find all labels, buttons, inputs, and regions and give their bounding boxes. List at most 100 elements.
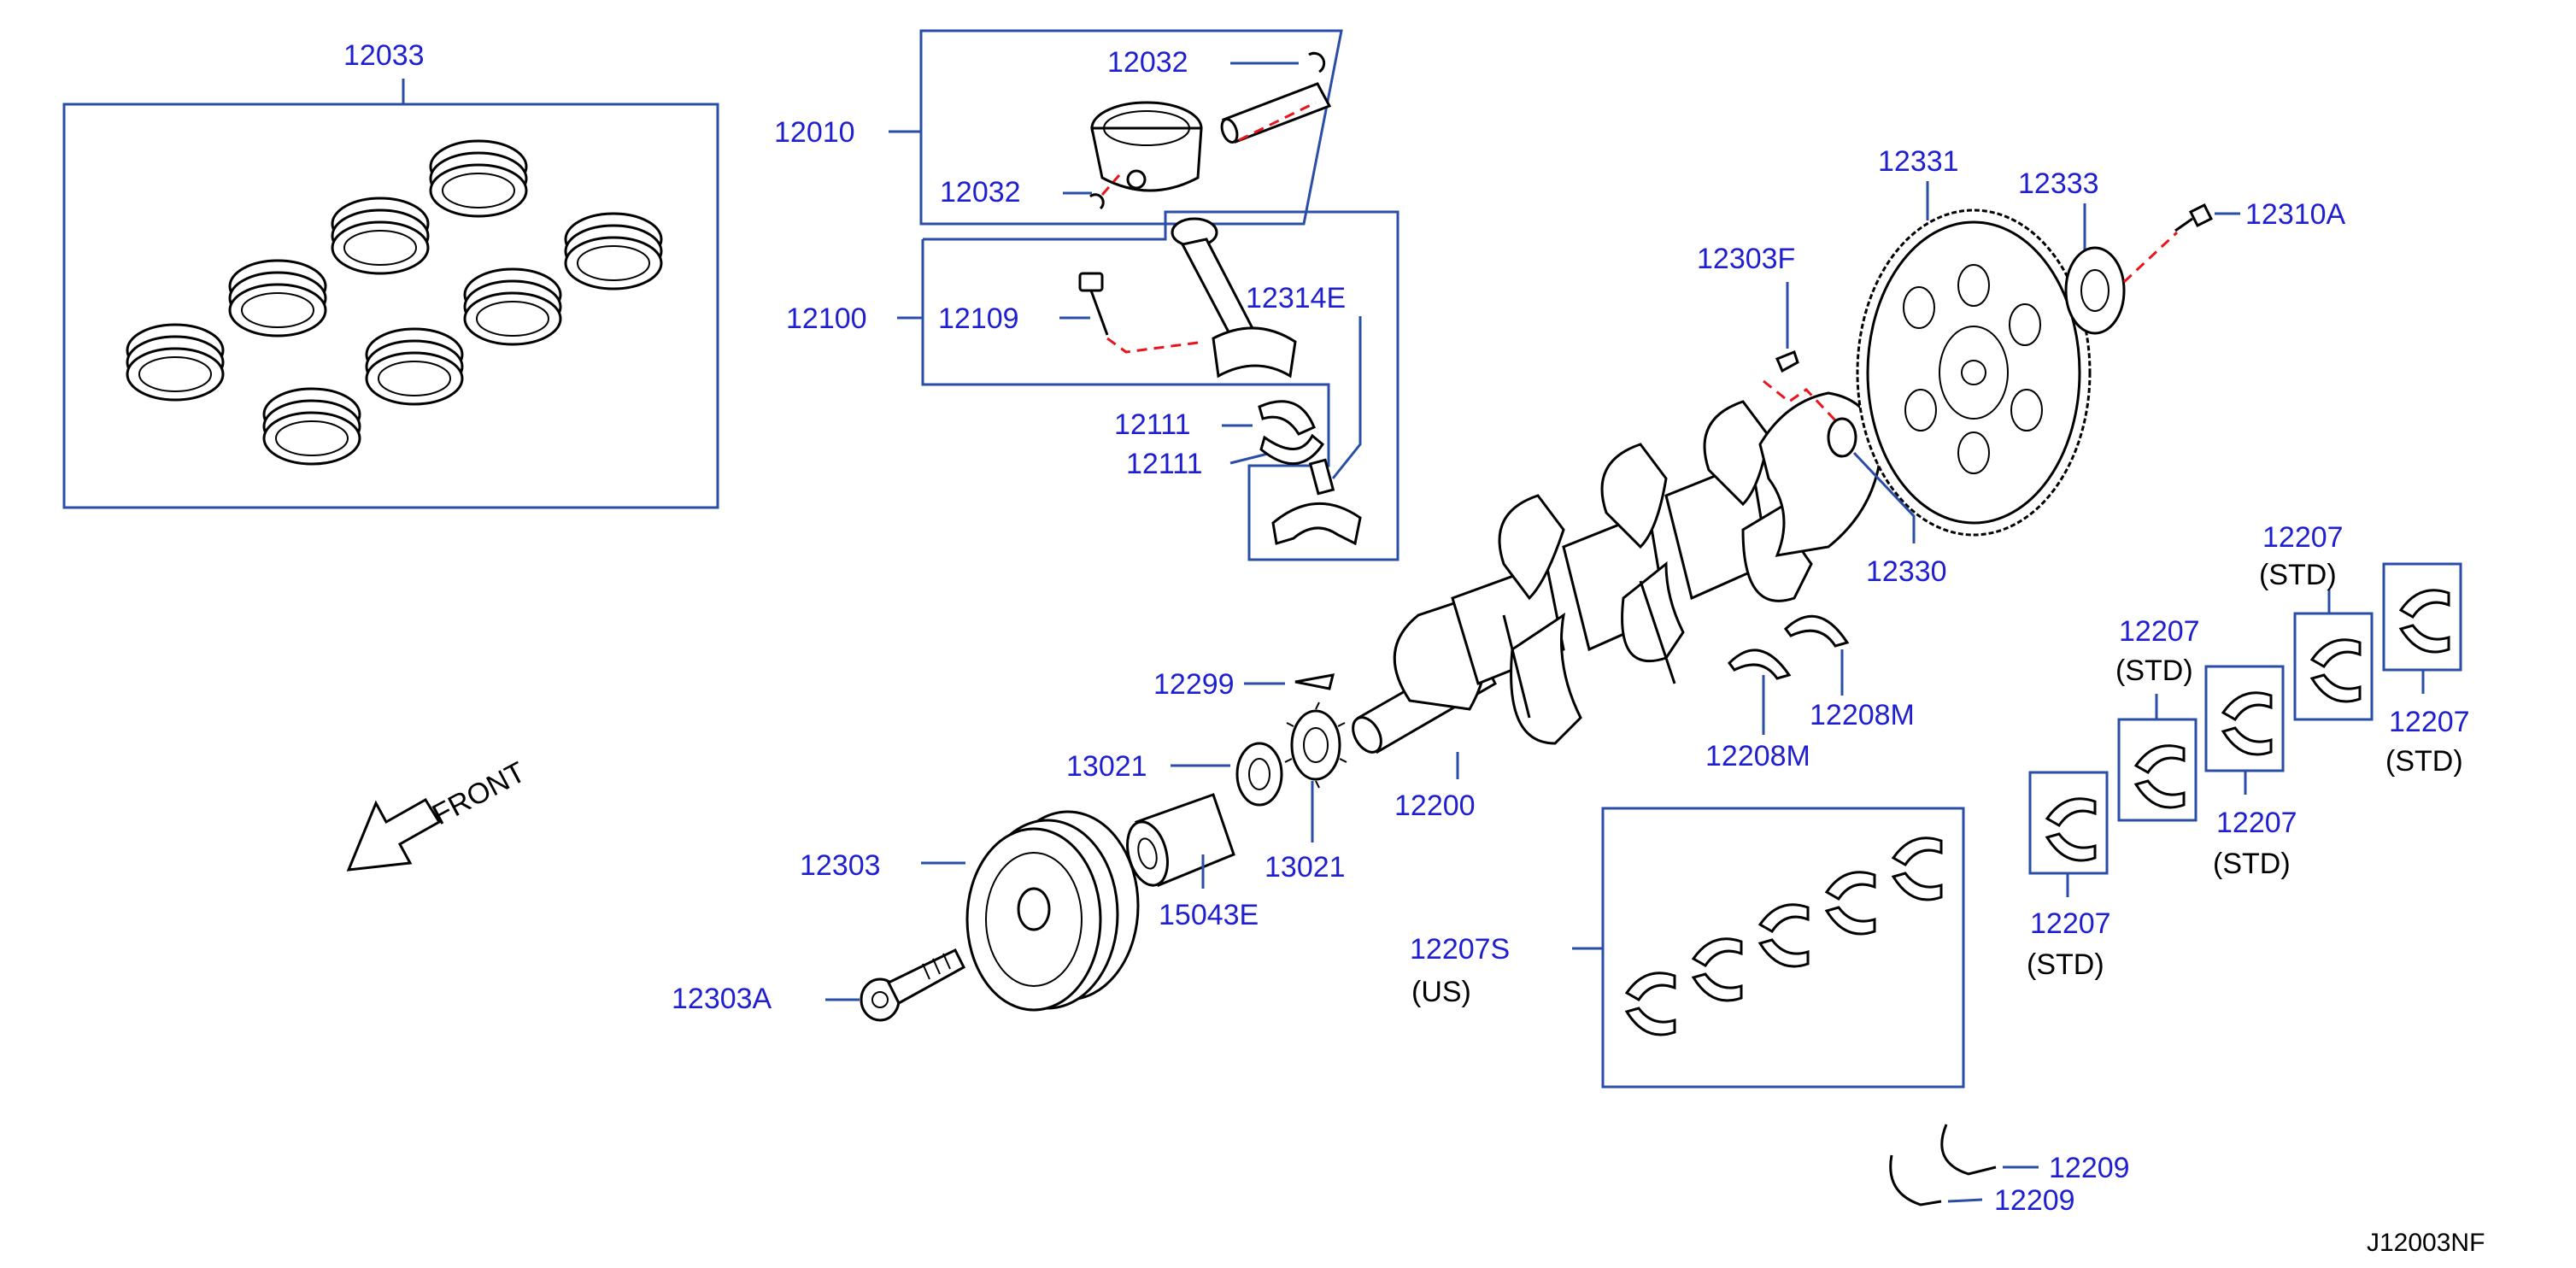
crankshaft-icon [1352, 391, 1881, 754]
snap-ring-icon [1308, 51, 1326, 73]
connecting-rod-box [921, 210, 1399, 561]
callout-15043e[interactable]: 15043E [1159, 899, 1259, 931]
callout-12207-1-sub: (STD) [2027, 948, 2104, 981]
leader-12314e [1331, 316, 1362, 479]
callout-12209-upper[interactable]: 12209 [2049, 1152, 2130, 1184]
crank-sprocket-group: 13021 13021 [1066, 702, 1347, 883]
thrust-washer-icon [1728, 649, 1792, 680]
main-bearing-box [2204, 665, 2285, 772]
callout-12111-lower[interactable]: 12111 [1126, 448, 1203, 480]
bearing-shell-icon [2309, 638, 2362, 703]
bearing-shell-icon [1757, 903, 1810, 968]
callout-12200[interactable]: 12200 [1394, 790, 1476, 822]
piston-ring-set-group: 12033 [62, 39, 719, 509]
main-bearing-kit-group: 12207S (US) [1410, 807, 1965, 1089]
connecting-rod-group: 12100 12109 12314E 12111 12111 [786, 210, 1399, 561]
ring-stack [463, 267, 562, 346]
pulley-spacer-icon [1126, 793, 1235, 887]
callout-12303[interactable]: 12303 [800, 849, 881, 882]
callout-12207s-sub: (US) [1411, 976, 1471, 1008]
callout-12010[interactable]: 12010 [774, 116, 855, 149]
callout-12208m-lower[interactable]: 12208M [1705, 740, 1810, 772]
thrust-bearing-icon [1940, 1124, 1997, 1176]
ring-stack [365, 327, 464, 406]
drive-plate-icon [1856, 208, 2092, 537]
callout-12310a[interactable]: 12310A [2245, 198, 2346, 231]
callout-12109[interactable]: 12109 [938, 302, 1019, 335]
callout-12207-5[interactable]: 12207 [2389, 706, 2470, 738]
connecting-rod-icon [1171, 217, 1297, 379]
dash-leader [1763, 379, 1839, 424]
callout-12100[interactable]: 12100 [786, 302, 867, 335]
rod-cap-icon [1271, 502, 1362, 546]
front-indicator: FRONT [346, 756, 531, 872]
rod-bearing-icon [1258, 400, 1316, 436]
callout-12303a[interactable]: 12303A [672, 983, 772, 1015]
thrust-washer-group: 12208M 12208M [1705, 614, 1915, 772]
rod-bearing-icon [1259, 433, 1324, 465]
drive-plate-group: 12331 12333 12310A [1856, 145, 2346, 537]
callout-12299[interactable]: 12299 [1153, 668, 1235, 701]
bearing-shell-icon [1691, 937, 1743, 1002]
leader-12330 [1852, 451, 1916, 543]
callout-12207-2-sub: (STD) [2115, 655, 2193, 687]
bearing-shell-icon [1624, 972, 1676, 1036]
callout-12314e[interactable]: 12314E [1246, 282, 1346, 314]
ring-stack [331, 197, 430, 275]
piston-box [919, 29, 1343, 226]
sprocket-icon [1235, 742, 1283, 807]
leader-12209-lower [1947, 1198, 1983, 1203]
dash-leader [1238, 101, 1317, 142]
pilot-group: 12303F 12330 [1697, 243, 1947, 588]
ring-stack [429, 139, 528, 218]
bearing-shell-icon [1891, 837, 1943, 901]
callout-12207-1[interactable]: 12207 [2030, 907, 2111, 940]
ring-stack [228, 259, 327, 338]
diagram-code: J12003NF [2367, 1229, 2485, 1257]
callout-12331[interactable]: 12331 [1878, 145, 1959, 178]
dash-leader [1100, 174, 1121, 196]
main-bearing-box [2382, 562, 2462, 672]
dash-leader [2122, 231, 2179, 284]
spacer-icon [1827, 417, 1857, 458]
ring-stack [564, 212, 663, 291]
bearing-shell-icon [1824, 871, 1876, 936]
callout-12111-upper[interactable]: 12111 [1114, 408, 1191, 441]
thrust-bearing-group: 12209 12209 [1889, 1124, 2130, 1217]
bearing-shell-pairs [1624, 837, 1943, 1036]
callout-12333[interactable]: 12333 [2018, 167, 2099, 200]
callout-12209-lower[interactable]: 12209 [1994, 1184, 2075, 1217]
callout-12032-top[interactable]: 12032 [1107, 46, 1188, 79]
connecting-rod-bolt-icon [1078, 272, 1109, 336]
callout-12303f[interactable]: 12303F [1697, 243, 1795, 275]
dash-leader [1106, 337, 1206, 354]
callout-12207-4[interactable]: 12207 [2262, 521, 2344, 554]
callout-13021-left[interactable]: 13021 [1066, 750, 1147, 783]
ring-stack [262, 387, 361, 466]
reinforcement-plate-icon [2064, 246, 2126, 335]
callout-13021-right[interactable]: 13021 [1265, 851, 1346, 883]
piston-ring-set-box [62, 103, 719, 509]
snap-ring-icon [1089, 193, 1105, 210]
woodruff-key-icon [1294, 673, 1335, 690]
callout-12207-5-sub: (STD) [2385, 745, 2463, 778]
crank-pulley-icon [965, 810, 1140, 1012]
callout-12207s[interactable]: 12207S [1410, 933, 1510, 966]
callout-12207-3-sub: (STD) [2213, 848, 2291, 880]
callout-12032-bottom[interactable]: 12032 [940, 176, 1021, 208]
thrust-washer-icon [1783, 614, 1850, 648]
callout-12330[interactable]: 12330 [1866, 555, 1947, 588]
ring-stack [126, 323, 225, 402]
callout-12033[interactable]: 12033 [343, 39, 425, 72]
dowel-icon [1308, 458, 1335, 496]
front-label: FRONT [427, 756, 531, 832]
main-bearing-std-group: 12207 (STD) 12207 (STD) 12207 (STD) 1220… [2027, 521, 2470, 981]
piston-ring-stacks [126, 139, 663, 466]
callout-12207-2[interactable]: 12207 [2119, 615, 2200, 648]
callout-12208m-upper[interactable]: 12208M [1810, 699, 1915, 731]
piston-pin-icon [1220, 82, 1332, 144]
callout-12207-3[interactable]: 12207 [2216, 807, 2297, 839]
pulley-group: 12303 15043E 12303A [672, 793, 1259, 1022]
leader-12111-lower [1229, 451, 1272, 465]
